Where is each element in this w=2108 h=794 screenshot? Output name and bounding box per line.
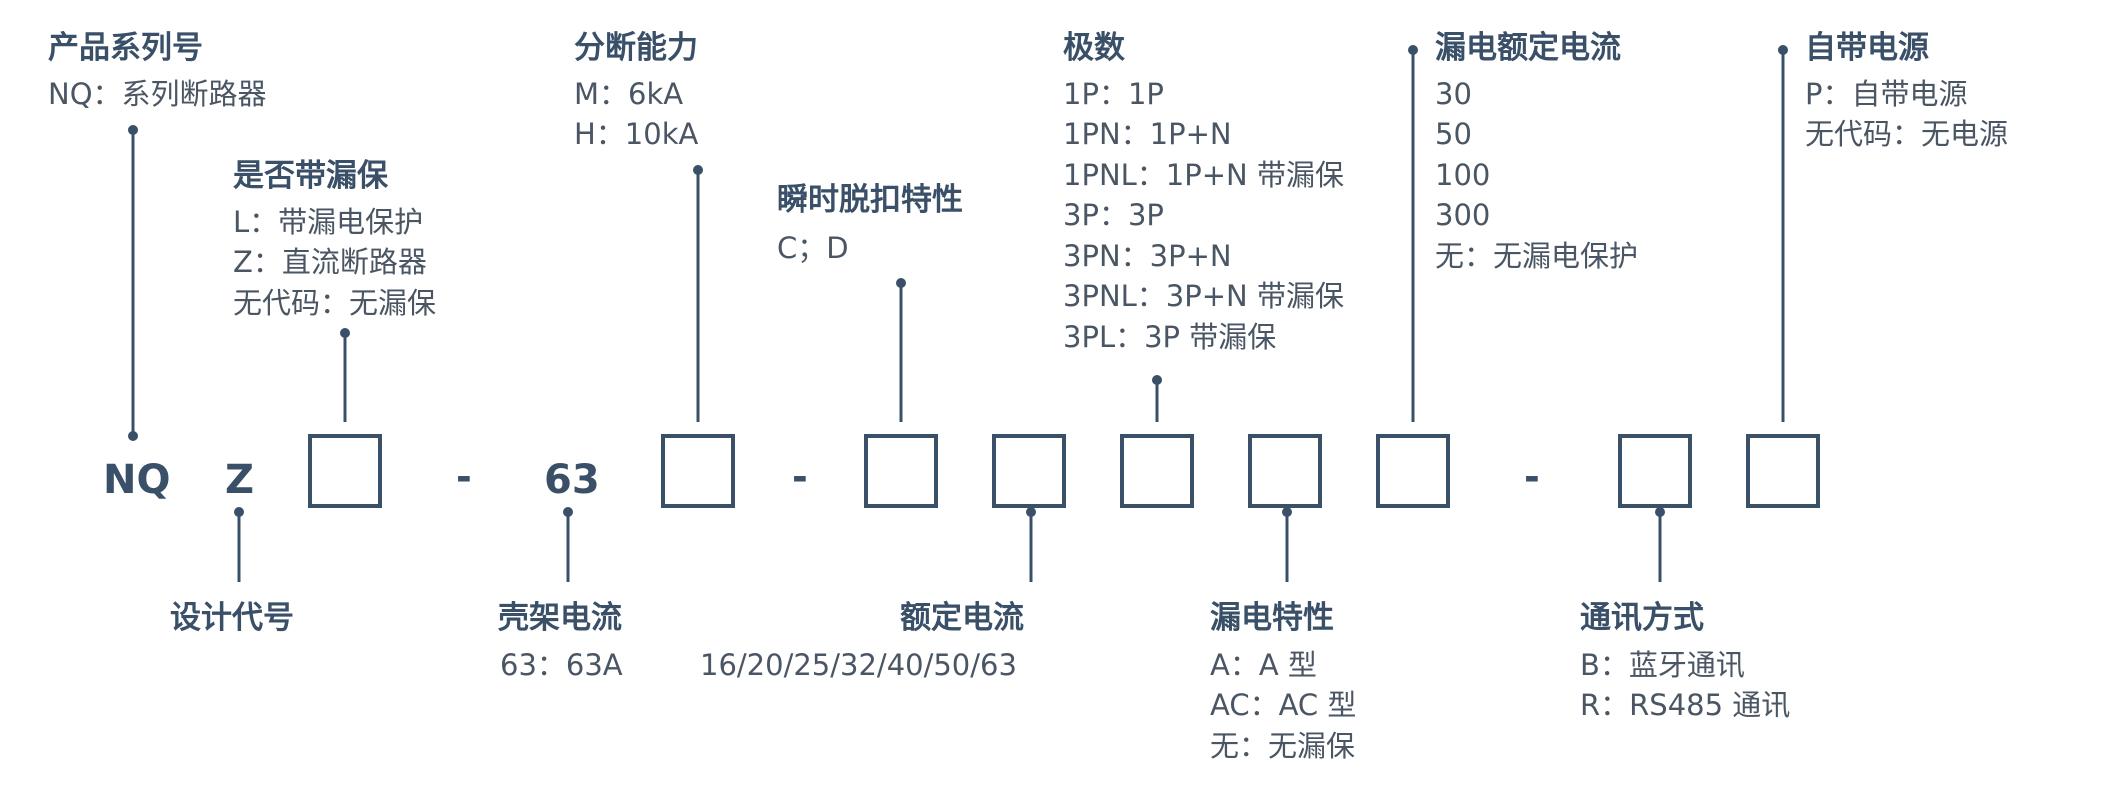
label-line: L：带漏电保护	[233, 205, 423, 239]
label-breaking-capacity: 分断能力 M：6kA H：10kA	[574, 30, 699, 151]
separator-dash-1: -	[456, 455, 472, 499]
label-title: 设计代号	[170, 600, 294, 636]
label-line: B：蓝牙通讯	[1580, 648, 1745, 682]
leader-frame-current	[563, 507, 573, 582]
label-title: 极数	[1063, 30, 1125, 66]
code-series: NQ	[103, 457, 170, 503]
label-title: 通讯方式	[1580, 600, 1704, 636]
label-line: 1P：1P	[1063, 77, 1164, 111]
slot-leakage-option	[308, 434, 382, 508]
label-line: 3P：3P	[1063, 198, 1164, 232]
label-line: 63：63A	[500, 648, 623, 682]
label-leakage-type: 漏电特性 A：A 型 AC：AC 型 无：无漏保	[1210, 600, 1356, 763]
leader-power-supply	[1778, 45, 1788, 422]
slot-leakage-type	[1248, 434, 1322, 508]
label-poles: 极数 1P：1P 1PN：1P+N 1PNL：1P+N 带漏保 3P：3P 3P…	[1063, 30, 1344, 354]
label-title: 瞬时脱扣特性	[777, 182, 963, 218]
label-line: 300	[1435, 198, 1490, 232]
slot-communication	[1618, 434, 1692, 508]
label-line: 30	[1435, 77, 1472, 111]
leader-product-series	[128, 125, 138, 441]
label-title: 漏电特性	[1210, 600, 1334, 636]
label-line: 3PNL：3P+N 带漏保	[1063, 279, 1344, 313]
label-line: 50	[1435, 117, 1472, 151]
label-line: 1PN：1P+N	[1063, 117, 1232, 151]
label-communication: 通讯方式 B：蓝牙通讯 R：RS485 通讯	[1580, 600, 1790, 722]
separator-dash-3: -	[1524, 455, 1540, 499]
label-line: 无代码：无电源	[1805, 117, 2008, 151]
leader-instant-trip	[896, 278, 906, 422]
slot-rated-current	[992, 434, 1066, 508]
label-leakage-current: 漏电额定电流 30 50 100 300 无：无漏电保护	[1435, 30, 1638, 273]
leader-leakage-type	[1282, 507, 1292, 582]
label-title: 自带电源	[1805, 30, 1929, 66]
label-instant-trip: 瞬时脱扣特性 C；D	[777, 182, 963, 265]
label-design-code: 设计代号	[170, 600, 294, 636]
label-line: H：10kA	[574, 117, 699, 151]
separator-dash-2: -	[792, 455, 808, 499]
label-title: 漏电额定电流	[1435, 30, 1621, 66]
leader-leakage-option	[340, 328, 350, 422]
label-product-series: 产品系列号 NQ：系列断路器	[48, 30, 267, 111]
label-line: C；D	[777, 231, 849, 265]
label-line: 16/20/25/32/40/50/63	[700, 648, 1017, 682]
label-title: 产品系列号	[48, 30, 203, 66]
code-frame: 63	[544, 457, 600, 503]
leader-leakage-current	[1408, 45, 1418, 422]
label-line: A：A 型	[1210, 648, 1317, 682]
slot-power-supply	[1746, 434, 1820, 508]
label-line: 1PNL：1P+N 带漏保	[1063, 158, 1344, 192]
leader-communication	[1655, 507, 1665, 582]
label-line: 3PN：3P+N	[1063, 239, 1232, 273]
leader-rated-current	[1026, 507, 1036, 582]
label-line: AC：AC 型	[1210, 688, 1356, 722]
label-power-supply: 自带电源 P：自带电源 无代码：无电源	[1805, 30, 2008, 151]
label-line: 100	[1435, 158, 1490, 192]
label-title: 是否带漏保	[233, 158, 389, 194]
label-line: 无：无漏保	[1210, 729, 1355, 763]
slot-leakage-current	[1376, 434, 1450, 508]
code-design: Z	[225, 457, 254, 503]
label-leakage-option: 是否带漏保 L：带漏电保护 Z：直流断路器 无代码：无漏保	[233, 158, 436, 320]
label-rated-current: 额定电流 16/20/25/32/40/50/63	[700, 600, 1024, 682]
label-line: P：自带电源	[1805, 77, 1968, 111]
label-frame-current: 壳架电流 63：63A	[498, 600, 623, 682]
label-title: 壳架电流	[498, 600, 622, 636]
label-title: 额定电流	[900, 600, 1024, 636]
label-line: M：6kA	[574, 77, 683, 111]
label-title: 分断能力	[574, 30, 698, 66]
label-line: 无代码：无漏保	[233, 286, 436, 320]
leader-design-code	[234, 507, 244, 582]
leader-breaking-capacity	[693, 165, 703, 422]
label-line: NQ：系列断路器	[48, 77, 267, 111]
leader-poles	[1152, 375, 1162, 422]
label-line: R：RS485 通讯	[1580, 688, 1790, 722]
label-line: 3PL：3P 带漏保	[1063, 320, 1276, 354]
slot-poles	[1120, 434, 1194, 508]
slot-breaking-capacity	[661, 434, 735, 508]
label-line: 无：无漏电保护	[1435, 239, 1638, 273]
label-line: Z：直流断路器	[233, 245, 427, 279]
slot-instant-trip	[864, 434, 938, 508]
